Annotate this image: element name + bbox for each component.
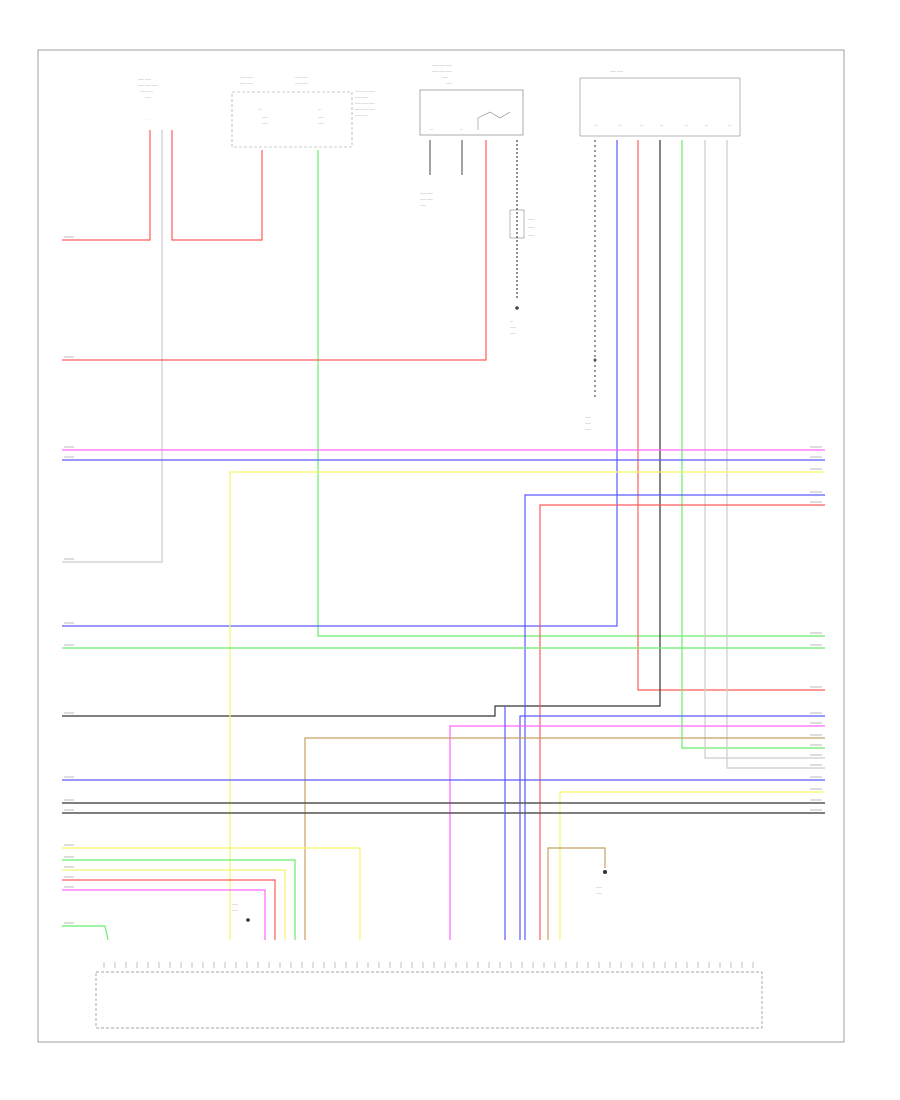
- svg-text:——: ——: [262, 121, 268, 125]
- wire-red-1: [62, 130, 151, 241]
- sensor-component: —— —— —— —— —— —— —— —— — — —— —— —— —— …: [419, 63, 524, 207]
- wire-green-1: [317, 150, 825, 637]
- svg-text:—: —: [685, 123, 688, 127]
- svg-text:——: ——: [318, 115, 324, 119]
- svg-text:—— ——: —— ——: [355, 113, 368, 117]
- page-frame: [37, 49, 845, 1043]
- right-connector-component: —— —— — — — — — — — —— —— ——: [579, 69, 741, 431]
- ecm-connector: [95, 962, 763, 1029]
- svg-text:—— ——: —— ——: [295, 75, 308, 79]
- svg-text:——: ——: [442, 75, 448, 79]
- left-wire-labels: [64, 236, 74, 924]
- svg-text:——: ——: [596, 891, 602, 895]
- ecm-pins: [103, 962, 754, 968]
- wire-yellow-h1: [229, 471, 825, 940]
- wire-red-2: [171, 130, 263, 241]
- svg-text:—: —: [318, 107, 321, 111]
- vertical-wires: [62, 130, 825, 769]
- svg-text:——: ——: [232, 908, 238, 912]
- svg-text:—— ——: —— ——: [240, 75, 253, 79]
- svg-text:——: ——: [232, 902, 238, 906]
- svg-text:—— —— ——: —— —— ——: [432, 63, 452, 67]
- wire-white-1: [62, 130, 163, 563]
- wire-pink-l5: [62, 889, 266, 940]
- svg-text:—— ——: —— ——: [295, 81, 308, 85]
- horizontal-wires: [62, 449, 825, 941]
- svg-text:——: ——: [145, 95, 151, 99]
- svg-text:——: ——: [585, 427, 591, 431]
- svg-text:——: ——: [528, 217, 534, 221]
- svg-text:——: ——: [585, 421, 591, 425]
- wire-brown-h1: [304, 737, 825, 940]
- wire-green-r1: [681, 140, 825, 749]
- svg-text:—: —: [728, 123, 731, 127]
- wire-green-l6: [62, 925, 109, 941]
- wire-pink-h3: [449, 725, 825, 940]
- top-left-connector: —— —— —— —— —— —— —— —— · · ·: [138, 77, 158, 121]
- ground-symbol-3: —— ——: [232, 902, 250, 922]
- wire-red-3: [62, 140, 487, 361]
- svg-text:—: —: [258, 107, 261, 111]
- svg-text:—— ——: —— ——: [138, 77, 151, 81]
- svg-text:——: ——: [510, 331, 516, 335]
- svg-text:—: —: [705, 123, 708, 127]
- svg-text:—— —— ——: —— —— ——: [355, 89, 375, 93]
- svg-text:—: —: [430, 127, 433, 131]
- svg-text:—— ——: —— ——: [140, 89, 153, 93]
- wire-brown-ground: [547, 847, 606, 940]
- svg-text:—— ——: —— ——: [610, 69, 623, 73]
- svg-text:——: ——: [318, 121, 324, 125]
- wire-yellow-h4: [559, 791, 825, 940]
- svg-text:—: —: [640, 123, 643, 127]
- svg-text:—— —— ——: —— —— ——: [138, 83, 158, 87]
- svg-text:—: —: [660, 123, 663, 127]
- svg-text:——: ——: [596, 885, 602, 889]
- svg-text:——: ——: [585, 415, 591, 419]
- svg-text:——: ——: [262, 115, 268, 119]
- wire-blue-r1: [62, 140, 618, 627]
- svg-text:—— ——: —— ——: [355, 95, 368, 99]
- right-wire-labels: [810, 446, 822, 811]
- wire-green-l2: [62, 859, 296, 940]
- wire-yellow-l1: [62, 847, 361, 940]
- svg-text:——: ——: [420, 203, 426, 207]
- svg-text:—— —— ——: —— —— ——: [355, 101, 375, 105]
- svg-text:——: ——: [528, 225, 534, 229]
- svg-text:—— —— ——: —— —— ——: [355, 107, 375, 111]
- wire-red-r1: [637, 140, 825, 691]
- svg-text:—: —: [618, 123, 621, 127]
- wire-blue-h2: [524, 494, 825, 940]
- svg-text:—— ——: —— ——: [420, 197, 433, 201]
- ground-component-1: —— —— —— — —— ——: [509, 209, 534, 335]
- svg-text:——: ——: [510, 325, 516, 329]
- wire-black-r1: [62, 140, 661, 717]
- svg-text:—: —: [460, 127, 463, 131]
- wire-yellow-l3: [62, 869, 286, 940]
- svg-text:—— ——: —— ——: [240, 81, 253, 85]
- svg-text:—: —: [595, 123, 598, 127]
- svg-text:—: —: [510, 319, 513, 323]
- wire-white-r1: [704, 140, 825, 759]
- svg-text:—— —— ——: —— —— ——: [432, 69, 452, 73]
- wire-red-l4: [62, 879, 276, 940]
- svg-text:· · ·: · · ·: [146, 117, 151, 121]
- wire-blue-h3: [519, 715, 825, 940]
- wire-white-r2: [726, 140, 825, 769]
- ground-symbol-2: —— ——: [596, 870, 607, 895]
- svg-text:——: ——: [528, 233, 534, 237]
- wire-red-h2: [539, 504, 825, 940]
- svg-text:——: ——: [446, 81, 452, 85]
- svg-text:—— ——: —— ——: [420, 191, 433, 195]
- fuse-box-component: —— —— —— —— —— —— —— —— — —— —— — —— —— …: [231, 75, 375, 148]
